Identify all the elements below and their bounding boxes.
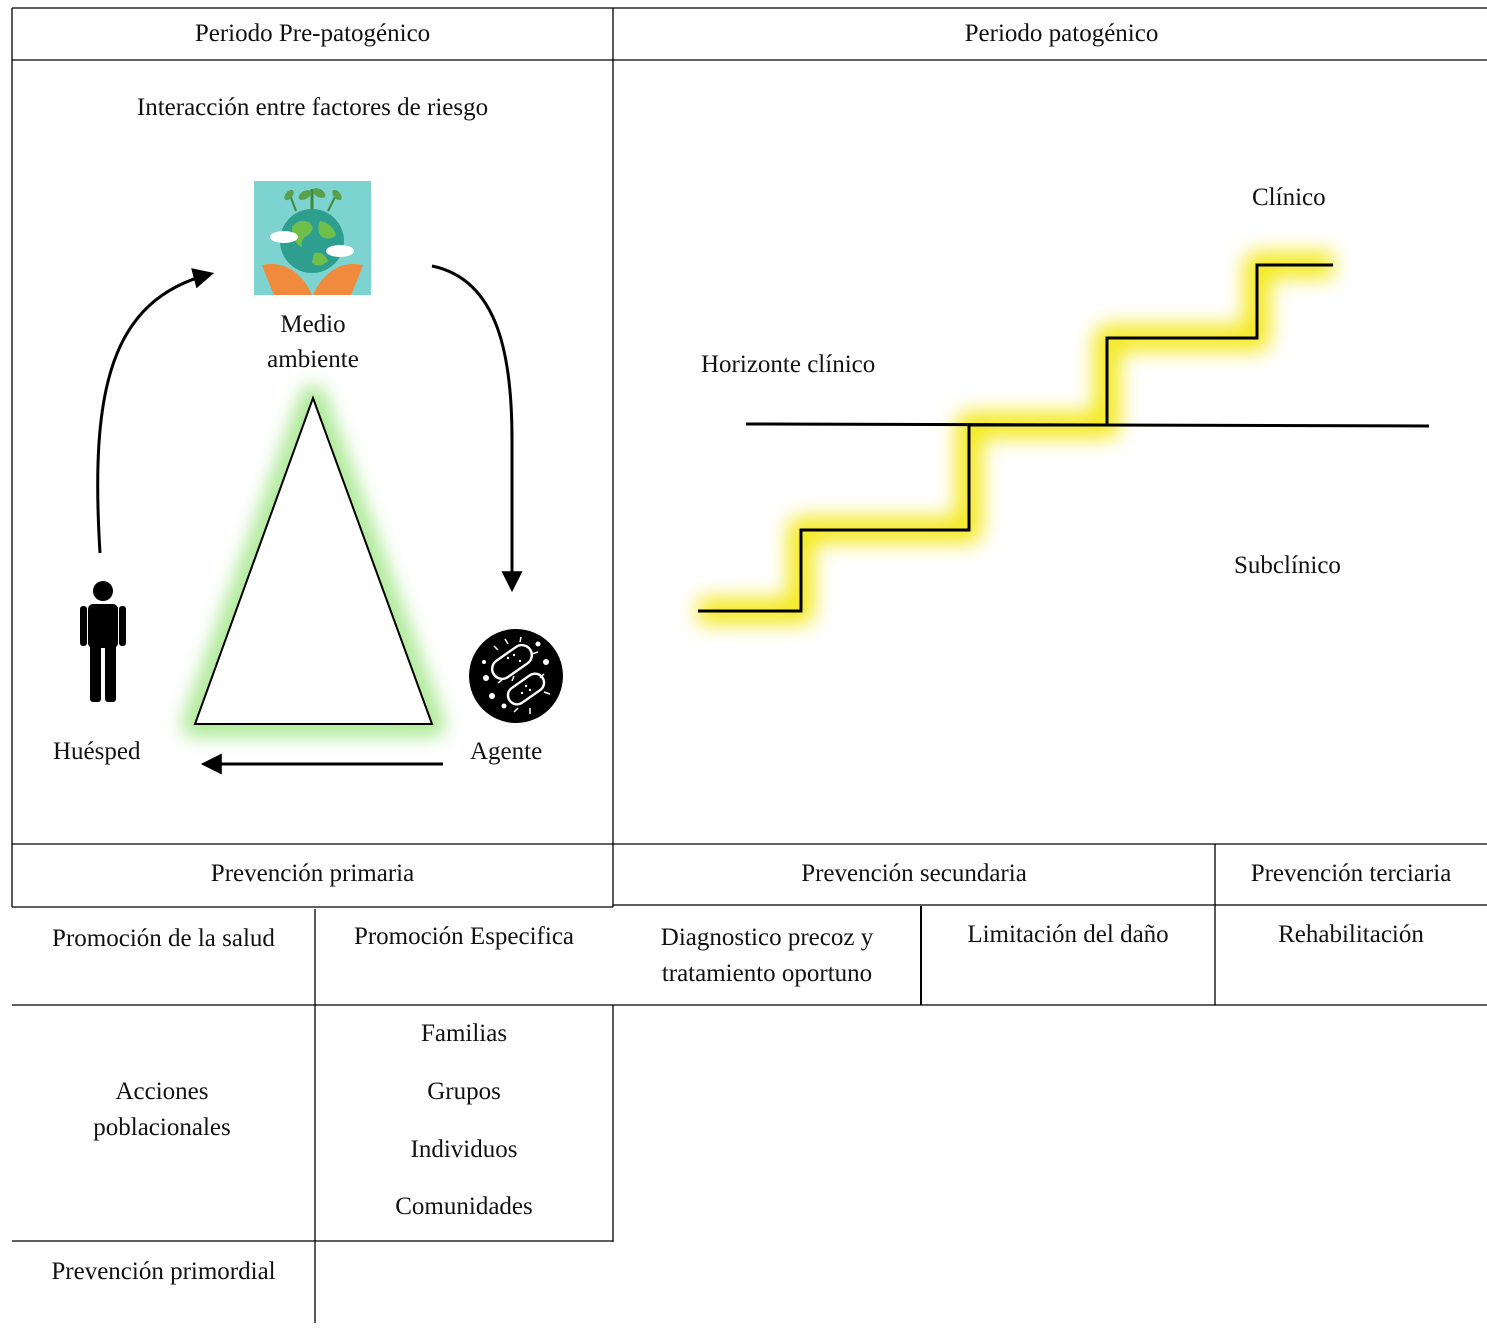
rehabilitation-label: Rehabilitación (1278, 921, 1424, 948)
population-actions-label: Acciones poblacionales (93, 1078, 231, 1141)
target-families: Familias (420, 1020, 508, 1047)
pathogenic-header: Periodo patogénico (964, 20, 1159, 47)
bacteria-icon (469, 629, 563, 723)
early-diagnosis-label: Diagnostico precoz y tratamiento oportun… (660, 924, 874, 987)
subclinical-label: Subclínico (1234, 552, 1341, 579)
primordial-prevention-label: Prevención primordial (51, 1258, 276, 1285)
environment-label: Medio ambiente (267, 311, 359, 373)
cycle-arrows (96, 264, 523, 775)
secondary-prevention-label: Prevención secundaria (801, 860, 1027, 887)
damage-limitation-label: Limitación del daño (967, 921, 1169, 948)
epidemiological-triangle (182, 385, 445, 737)
arrow-environment-to-agent (431, 264, 523, 593)
table-grid (11, 7, 1487, 1323)
tertiary-prevention-label: Prevención terciaria (1250, 860, 1452, 887)
pre-pathogenic-header: Periodo Pre-patogénico (194, 20, 431, 47)
host-label: Huésped (53, 738, 141, 765)
specific-promotion-label: Promoción Especifica (353, 923, 575, 950)
target-communities: Comunidades (395, 1193, 533, 1220)
clinical-label: Clínico (1252, 184, 1326, 211)
primary-prevention-label: Prevención primaria (210, 860, 415, 887)
earth-in-hands-icon (254, 181, 371, 295)
risk-interaction-title: Interacción entre factores de riesgo (136, 94, 489, 121)
agent-label: Agente (470, 738, 543, 765)
clinical-horizon-line (745, 422, 1430, 428)
target-individuals: Individuos (410, 1136, 518, 1163)
target-groups: Grupos (427, 1078, 501, 1105)
clinical-horizon-label: Horizonte clínico (701, 351, 876, 378)
health-promotion-label: Promoción de la salud (52, 925, 275, 952)
arrow-host-to-environment (96, 268, 215, 554)
person-icon (80, 581, 126, 702)
